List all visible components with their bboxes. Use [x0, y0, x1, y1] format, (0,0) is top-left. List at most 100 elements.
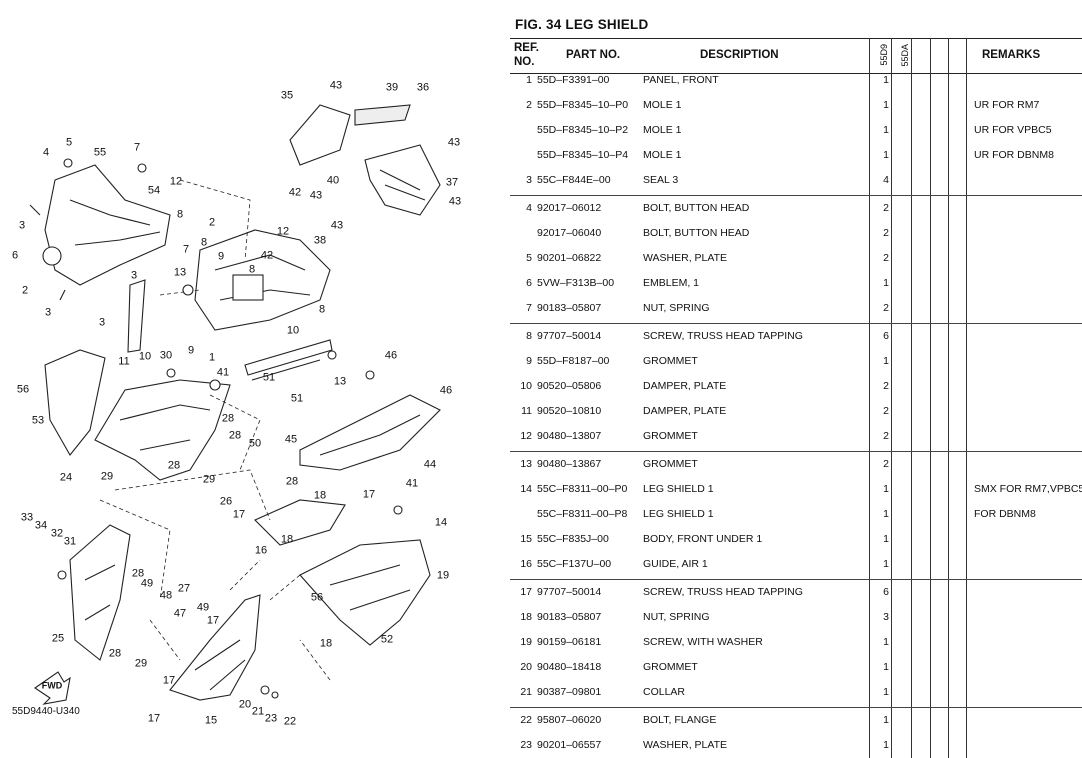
group-separator: [510, 579, 1082, 580]
quantity-55d9: 2: [883, 252, 889, 264]
figure-title: FIG. 34 LEG SHIELD: [515, 17, 648, 32]
callout-label: 31: [63, 535, 77, 548]
callout-label: 2: [21, 284, 29, 297]
part-number: 90201–06557: [537, 739, 602, 751]
part-description: SCREW, TRUSS HEAD TAPPING: [643, 330, 803, 342]
part-number: 90520–05806: [537, 380, 602, 392]
part-description: BOLT, BUTTON HEAD: [643, 202, 750, 214]
callout-label: 47: [173, 607, 187, 620]
ref-number: 17: [520, 586, 532, 598]
parts-table: REF. NO. PART NO. DESCRIPTION 55D9 55DA …: [510, 38, 1082, 74]
part-description: GUIDE, AIR 1: [643, 558, 708, 570]
callout-label: 7: [182, 243, 190, 256]
callout-label: 55: [93, 146, 107, 159]
callout-label: 20: [238, 698, 252, 711]
callout-label: 11: [118, 355, 130, 368]
callout-label: 43: [329, 79, 343, 92]
quantity-55d9: 1: [883, 714, 889, 726]
callout-label: 3: [98, 316, 106, 329]
callout-label: 44: [423, 458, 437, 471]
remarks: SMX FOR RM7,VPBC5: [974, 483, 1082, 495]
callout-label: 33: [20, 511, 34, 524]
header-ref-line1: REF.: [514, 42, 539, 54]
callout-label: 7: [133, 141, 141, 154]
part-description: BOLT, FLANGE: [643, 714, 717, 726]
quantity-55d9: 1: [883, 124, 889, 136]
callout-label: 8: [318, 303, 326, 316]
quantity-55d9: 1: [883, 636, 889, 648]
quantity-55d9: 1: [883, 483, 889, 495]
callout-label: 30: [159, 349, 173, 362]
callout-label: 28: [221, 412, 235, 425]
ref-number: 10: [520, 380, 532, 392]
quantity-55d9: 1: [883, 558, 889, 570]
part-description: GROMMET: [643, 355, 698, 367]
callout-label: 9: [217, 250, 225, 263]
part-description: MOLE 1: [643, 149, 682, 161]
callout-label: 29: [100, 470, 114, 483]
exploded-parts-diagram: 35 43 39 36 7 5 4 55 54 12 43 37 43 40 4…: [0, 0, 505, 758]
header-part-no: PART NO.: [566, 49, 621, 61]
part-description: NUT, SPRING: [643, 302, 710, 314]
ref-number: 2: [526, 99, 532, 111]
callout-label: 42: [288, 186, 302, 199]
callout-label: 54: [147, 184, 161, 197]
callout-label: 25: [51, 632, 65, 645]
ref-number: 6: [526, 277, 532, 289]
part-description: LEG SHIELD 1: [643, 483, 714, 495]
column-divider: [891, 38, 892, 758]
remarks: UR FOR RM7: [974, 99, 1040, 111]
part-description: GROMMET: [643, 458, 698, 470]
part-number: 55D–F8187–00: [537, 355, 610, 367]
fwd-label: FWD: [41, 680, 63, 691]
callout-label: 29: [134, 657, 148, 670]
callout-label: 43: [448, 195, 462, 208]
quantity-55d9: 3: [883, 611, 889, 623]
part-description: EMBLEM, 1: [643, 277, 700, 289]
callout-label: 6: [11, 249, 19, 262]
callout-label: 24: [59, 471, 73, 484]
quantity-55d9: 1: [883, 661, 889, 673]
callout-label: 10: [138, 350, 152, 363]
quantity-55d9: 1: [883, 508, 889, 520]
callout-label: 43: [330, 219, 344, 232]
ref-number: 1: [526, 74, 532, 86]
part-description: BOLT, BUTTON HEAD: [643, 227, 750, 239]
part-number: 90201–06822: [537, 252, 602, 264]
table-header: REF. NO. PART NO. DESCRIPTION 55D9 55DA …: [510, 38, 1082, 74]
ref-number: 7: [526, 302, 532, 314]
group-separator: [510, 707, 1082, 708]
part-description: MOLE 1: [643, 99, 682, 111]
quantity-55d9: 2: [883, 430, 889, 442]
ref-number: 18: [520, 611, 532, 623]
ref-number: 9: [526, 355, 532, 367]
callout-label: 50: [248, 437, 262, 450]
column-divider: [869, 38, 870, 758]
callout-label: 18: [319, 637, 333, 650]
callout-label: 13: [173, 266, 187, 279]
callout-label: 56: [16, 383, 30, 396]
callout-label: 28: [228, 429, 242, 442]
quantity-55d9: 1: [883, 99, 889, 111]
ref-number: 15: [520, 533, 532, 545]
ref-number: 16: [520, 558, 532, 570]
callout-label: 36: [416, 81, 430, 94]
callout-label: 3: [44, 306, 52, 319]
part-description: SCREW, TRUSS HEAD TAPPING: [643, 586, 803, 598]
remarks: UR FOR VPBC5: [974, 124, 1052, 136]
group-separator: [510, 451, 1082, 452]
part-number: 55C–F137U–00: [537, 558, 612, 570]
callout-label: 26: [219, 495, 233, 508]
callout-label: 8: [176, 208, 184, 221]
figure-name: LEG SHIELD: [565, 17, 649, 32]
